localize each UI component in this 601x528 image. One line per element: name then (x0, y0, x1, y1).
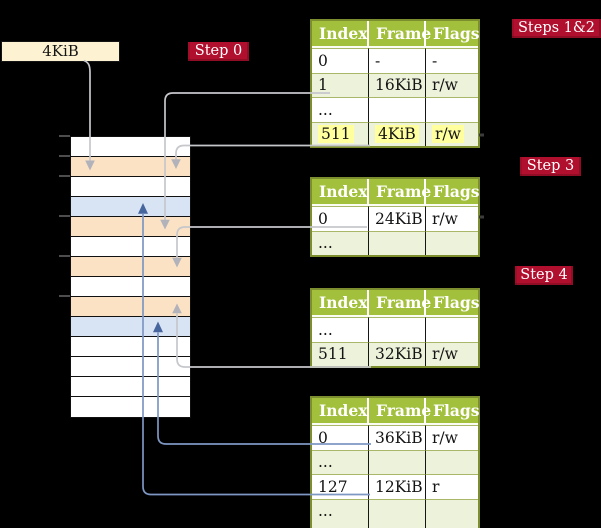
cell-frame: 24KiB (369, 206, 426, 231)
address-tick-mark (59, 135, 70, 137)
cell-flags (426, 449, 478, 474)
cell-frame: 16KiB (369, 72, 426, 97)
memory-frame-row-white (71, 277, 190, 297)
cell-flags (426, 317, 478, 342)
address-tick-mark (59, 215, 70, 217)
table-row: 0 24KiB r/w (312, 206, 478, 231)
cell-frame: 4KiB (369, 121, 426, 146)
memory-frame-row-orange (71, 297, 190, 317)
cell-index: 511 (312, 341, 369, 366)
memory-frame-row-white (71, 337, 190, 357)
physical-memory-column (70, 136, 191, 418)
col-header-flags: Flags (426, 179, 480, 206)
frame-size-label: 4KiB (1, 41, 120, 62)
cell-flags: r/w (426, 121, 478, 146)
table-header-row: Index Frame Flags (312, 398, 480, 425)
memory-frame-row-white (71, 177, 190, 197)
page-table-step-4-lower: Index Frame Flags 0 36KiB r/w ... 127 12… (310, 396, 480, 528)
cell-flags: r/w (426, 72, 478, 97)
table-row-ellipsis: ... (312, 230, 478, 255)
memory-frame-row-white (71, 137, 190, 157)
cell-frame: 36KiB (369, 425, 426, 450)
col-header-flags: Flags (426, 398, 480, 425)
table-header-row: Index Frame Flags (312, 179, 480, 206)
memory-frame-row-orange (71, 217, 190, 237)
memory-frame-row-white (71, 377, 190, 397)
col-header-index: Index (312, 179, 369, 206)
page-table-step-3: Index Frame Flags 0 24KiB r/w ... (310, 177, 480, 257)
table-row: 127 12KiB r (312, 474, 478, 499)
col-header-frame: Frame (369, 398, 431, 425)
cell-index: ... (312, 230, 369, 255)
table-row-ellipsis: ... (312, 97, 478, 122)
cell-flags: r (426, 474, 478, 499)
address-tick-mark (59, 155, 70, 157)
cell-frame (369, 498, 426, 528)
cell-index: 0 (312, 206, 369, 231)
cell-index: 127 (312, 474, 369, 499)
col-header-frame: Frame (369, 21, 431, 48)
cell-frame (369, 449, 426, 474)
cell-index: 0 (312, 48, 369, 73)
table-row: 1 16KiB r/w (312, 72, 478, 97)
cell-index: 0 (312, 425, 369, 450)
cell-frame: 32KiB (369, 341, 426, 366)
cell-flags (426, 230, 478, 255)
table-header-row: Index Frame Flags (312, 21, 480, 48)
col-header-frame: Frame (369, 290, 431, 317)
highlight: r/w (432, 125, 464, 144)
table-row-highlighted: 511 4KiB r/w (312, 121, 478, 146)
cell-index: ... (312, 498, 369, 528)
col-header-index: Index (312, 21, 369, 48)
highlight: 4KiB (375, 125, 419, 144)
address-tick-mark (59, 295, 70, 297)
cell-index: 1 (312, 72, 369, 97)
cell-frame (369, 97, 426, 122)
page-table-steps-1-2: Index Frame Flags 0 - - 1 16KiB r/w ... … (310, 19, 480, 148)
cell-flags: r/w (426, 341, 478, 366)
address-tick-mark (59, 175, 70, 177)
cell-frame (369, 230, 426, 255)
badge-steps-1-2: Steps 1&2 (512, 19, 601, 38)
table-row: 0 - - (312, 48, 478, 73)
memory-frame-row-white (71, 237, 190, 257)
cell-flags: - (426, 48, 478, 73)
table-row-ellipsis: ... (312, 317, 478, 342)
cell-index: 511 (312, 121, 369, 146)
memory-frame-row-blue (71, 317, 190, 337)
badge-step-3: Step 3 (520, 157, 581, 176)
col-header-flags: Flags (426, 290, 480, 317)
cell-frame: 12KiB (369, 474, 426, 499)
cell-flags: r/w (426, 425, 478, 450)
cell-flags: r/w (426, 206, 478, 231)
address-tick-mark (59, 255, 70, 257)
table-row: 0 36KiB r/w (312, 425, 478, 450)
cell-frame: - (369, 48, 426, 73)
cell-flags (426, 97, 478, 122)
col-header-index: Index (312, 398, 369, 425)
badge-step-4: Step 4 (515, 266, 573, 285)
memory-frame-row-orange (71, 257, 190, 277)
cell-frame (369, 317, 426, 342)
table-row: 511 32KiB r/w (312, 341, 478, 366)
cell-index: ... (312, 317, 369, 342)
col-header-frame: Frame (369, 179, 431, 206)
col-header-index: Index (312, 290, 369, 317)
cell-index: ... (312, 97, 369, 122)
table-row-ellipsis: ... (312, 498, 478, 528)
memory-frame-row-orange (71, 157, 190, 177)
memory-frame-row-white (71, 357, 190, 377)
cell-flags (426, 498, 478, 528)
badge-step-0: Step 0 (188, 42, 249, 61)
memory-frame-row-white (71, 397, 190, 417)
col-header-flags: Flags (426, 21, 480, 48)
memory-frame-row-blue (71, 197, 190, 217)
table-row-ellipsis: ... (312, 449, 478, 474)
page-table-step-4-upper: Index Frame Flags ... 511 32KiB r/w (310, 288, 480, 368)
table-header-row: Index Frame Flags (312, 290, 480, 317)
highlight: 511 (318, 125, 354, 144)
cell-index: ... (312, 449, 369, 474)
